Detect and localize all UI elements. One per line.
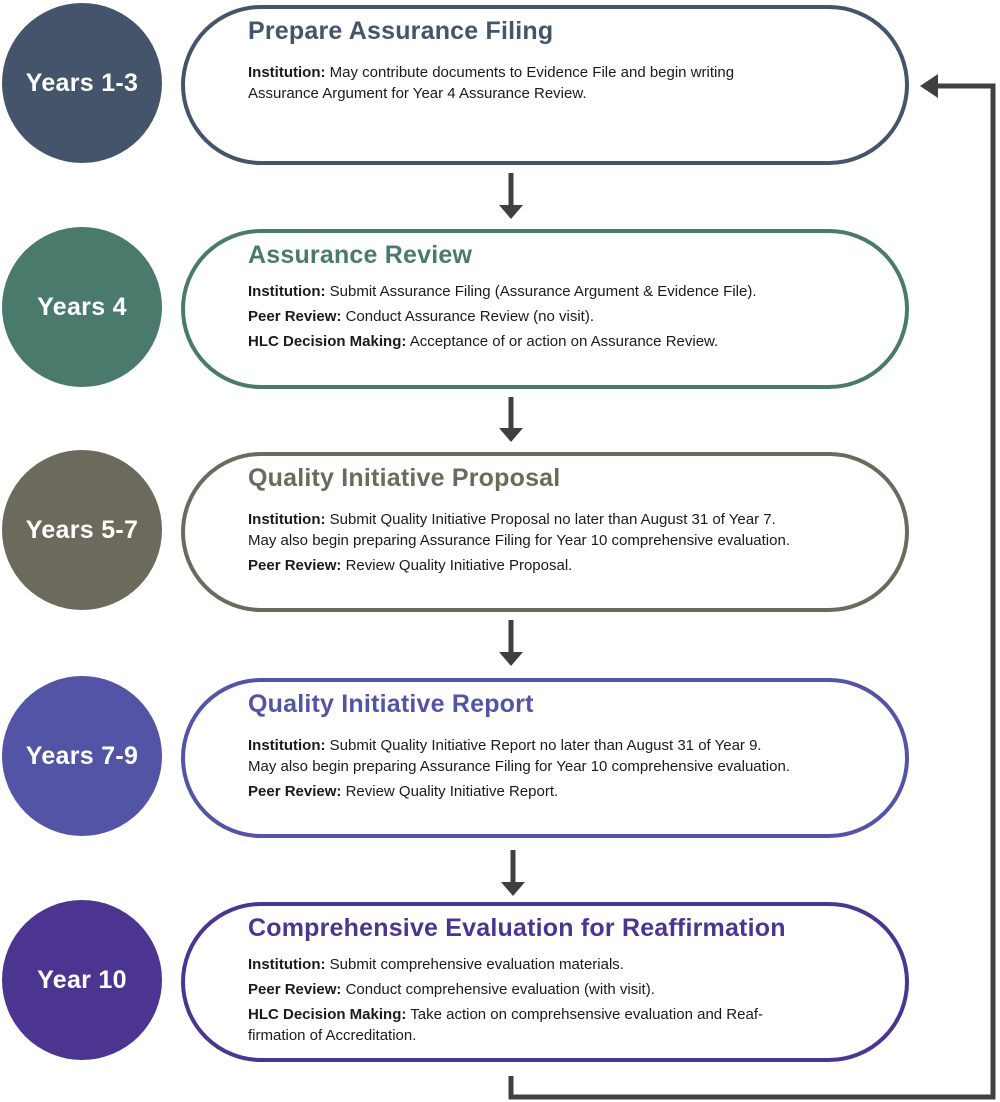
stage-title: Prepare Assurance Filing: [248, 17, 554, 45]
detail-line: Peer Review: Conduct comprehensive evalu…: [248, 979, 875, 1000]
role-label: Peer Review:: [248, 783, 342, 800]
role-label: HLC Decision Making:: [248, 333, 407, 350]
stage-details: Institution: Submit comprehensive evalua…: [248, 954, 875, 1050]
detail-continuation: firmation of Accreditation.: [248, 1027, 417, 1044]
role-label: Peer Review:: [248, 557, 342, 574]
detail-text: Conduct comprehensive evaluation (with v…: [345, 981, 655, 998]
period-label: Years 5-7: [25, 515, 139, 544]
down-arrow-head: [499, 205, 523, 219]
period-label: Years 1-3: [25, 68, 139, 97]
detail-continuation: Assurance Argument for Year 4 Assurance …: [248, 85, 587, 102]
stage-box: Comprehensive Evaluation for Reaffirmati…: [181, 902, 909, 1062]
detail-line: HLC Decision Making: Acceptance of or ac…: [248, 331, 875, 352]
detail-text: May contribute documents to Evidence Fil…: [329, 64, 735, 81]
detail-text: Submit Quality Initiative Report no late…: [329, 737, 762, 754]
detail-continuation: May also begin preparing Assurance Filin…: [248, 758, 790, 775]
detail-line: Institution: Submit comprehensive evalua…: [248, 954, 875, 975]
detail-text: Submit comprehensive evaluation material…: [329, 956, 624, 973]
period-label: Years 4: [37, 292, 127, 321]
period-circle: Years 1-3: [2, 3, 162, 163]
stage-details: Institution: May contribute documents to…: [248, 62, 875, 108]
detail-text: Acceptance of or action on Assurance Rev…: [409, 333, 719, 350]
stage-title: Quality Initiative Proposal: [248, 464, 561, 492]
detail-line: Institution: Submit Assurance Filing (As…: [248, 281, 875, 302]
role-label: Institution:: [248, 737, 326, 754]
detail-line: Peer Review: Review Quality Initiative P…: [248, 555, 875, 576]
down-arrow-head: [499, 652, 523, 666]
period-circle: Years 7-9: [2, 676, 162, 836]
detail-line: Institution: Submit Quality Initiative R…: [248, 735, 875, 777]
detail-line: Institution: Submit Quality Initiative P…: [248, 509, 875, 551]
down-arrow-head: [501, 882, 525, 896]
detail-text: Review Quality Initiative Proposal.: [345, 557, 573, 574]
role-label: Institution:: [248, 956, 326, 973]
detail-text: Review Quality Initiative Report.: [345, 783, 559, 800]
detail-line: Peer Review: Review Quality Initiative R…: [248, 781, 875, 802]
stage-title: Quality Initiative Report: [248, 690, 534, 718]
stage-title: Assurance Review: [248, 241, 473, 269]
stage-details: Institution: Submit Assurance Filing (As…: [248, 281, 875, 356]
down-arrow-head: [499, 428, 523, 442]
detail-text: Take action on comprehsensive evaluation…: [410, 1006, 763, 1023]
stage-title: Comprehensive Evaluation for Reaffirmati…: [248, 914, 786, 942]
detail-line: Institution: May contribute documents to…: [248, 62, 875, 104]
detail-text: Submit Assurance Filing (Assurance Argum…: [329, 283, 757, 300]
period-label: Years 7-9: [25, 741, 139, 770]
stage-details: Institution: Submit Quality Initiative R…: [248, 735, 875, 806]
role-label: Peer Review:: [248, 308, 342, 325]
detail-text: Conduct Assurance Review (no visit).: [345, 308, 594, 325]
detail-line: Peer Review: Conduct Assurance Review (n…: [248, 306, 875, 327]
stage-details: Institution: Submit Quality Initiative P…: [248, 509, 875, 580]
role-label: Institution:: [248, 64, 326, 81]
loop-back-arrow-head: [920, 74, 938, 98]
role-label: HLC Decision Making:: [248, 1006, 407, 1023]
period-circle: Years 5-7: [2, 450, 162, 610]
period-label: Year 10: [37, 965, 127, 994]
detail-continuation: May also begin preparing Assurance Filin…: [248, 532, 790, 549]
role-label: Institution:: [248, 511, 326, 528]
period-circle: Years 4: [2, 227, 162, 387]
detail-line: HLC Decision Making: Take action on comp…: [248, 1004, 875, 1046]
detail-text: Submit Quality Initiative Proposal no la…: [329, 511, 776, 528]
loop-back-arrow: [508, 83, 996, 1100]
role-label: Institution:: [248, 283, 326, 300]
role-label: Peer Review:: [248, 981, 342, 998]
period-circle: Year 10: [2, 900, 162, 1060]
